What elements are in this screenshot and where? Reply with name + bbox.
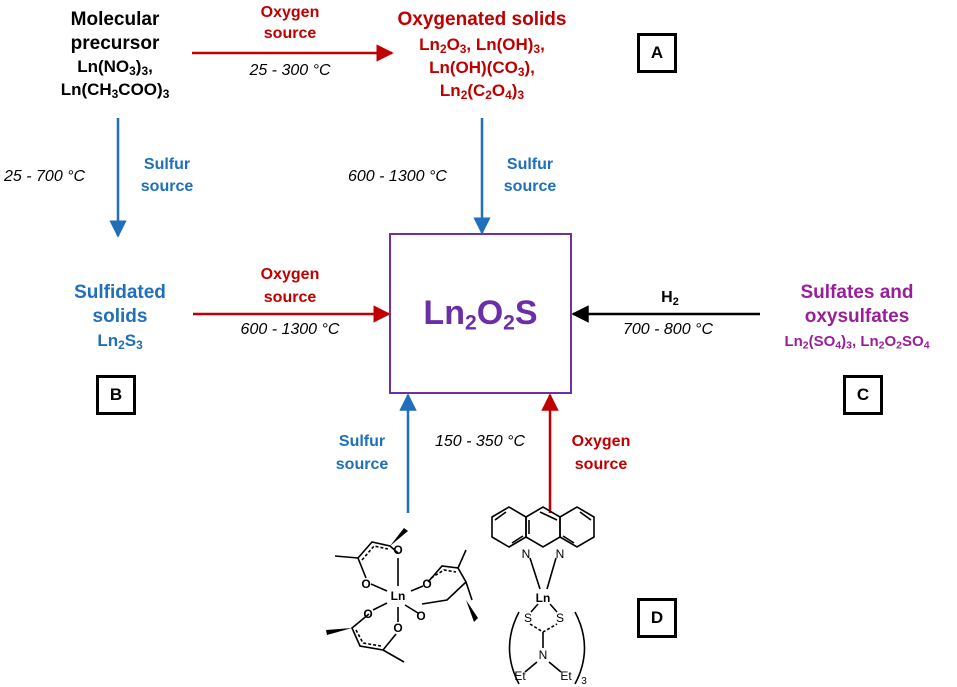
box-label-b: B (96, 375, 136, 415)
box-label-c: C (843, 375, 883, 415)
left-sulfur-label-line2: source (140, 178, 194, 195)
box-label-d: D (637, 598, 677, 638)
bottom-oxygen-label-line1: Oxygen (571, 433, 631, 450)
phen-n-atom: N (522, 547, 531, 561)
acac-o-atom: O (393, 621, 402, 635)
sulfidated-title-line2: solids (92, 306, 148, 327)
phen-ln-atom: Ln (536, 591, 551, 605)
precursor-formula-acetate: Ln(CH3COO)3 (60, 80, 170, 101)
right-sulfur-label-line1: Sulfur (506, 156, 554, 173)
acac-o-atom: O (422, 577, 431, 591)
acac-ln-atom: Ln (391, 589, 406, 603)
acac-o-atom: O (416, 609, 425, 623)
acac-o-atom: O (363, 607, 372, 621)
top-oxygen-temperature: 25 - 300 °C (249, 62, 331, 79)
oxygenated-formula-line1: Ln2O3, Ln(OH)3, (419, 35, 545, 56)
acac-o-atom: O (361, 577, 370, 591)
product-formula: Ln2O2S (423, 294, 538, 335)
phen-complex-atoms: N N Ln S S N Et Et 3 (514, 547, 587, 687)
oxygenated-formula-line3: Ln2(C2O4)3 (439, 81, 525, 102)
precursor-formula-nitrate: Ln(NO3)3, (77, 57, 153, 78)
sulfates-title-line2: oxysulfates (804, 306, 910, 327)
acac-complex-structure (326, 528, 478, 663)
top-oxygen-label-line2: source (263, 25, 317, 42)
right-sulfur-label-line2: source (503, 178, 557, 195)
bottom-sulfur-label-line1: Sulfur (338, 433, 386, 450)
h2-label: H2 (661, 289, 679, 308)
bottom-oxygen-label-line2: source (574, 456, 628, 473)
box-label-a: A (637, 33, 677, 73)
mid-oxygen-label-line2: source (263, 289, 317, 306)
phen-s-atom: S (524, 611, 532, 625)
mid-oxygen-temperature: 600 - 1300 °C (240, 321, 340, 338)
sulfates-formula: Ln2(SO4)3, Ln2O2SO4 (784, 333, 930, 352)
phen-s-atom: S (556, 611, 564, 625)
sulfidated-title-line1: Sulfidated (74, 282, 166, 303)
h2-temperature: 700 - 800 °C (622, 321, 713, 338)
acac-complex-atoms: Ln O O O O O O (361, 543, 431, 635)
right-sulfur-temperature: 600 - 1300 °C (348, 168, 447, 185)
mid-oxygen-label-line1: Oxygen (260, 266, 320, 283)
top-oxygen-label-line1: Oxygen (260, 4, 320, 21)
sulfates-title-line1: Sulfates and (800, 282, 914, 303)
precursor-title-line1: Molecular (70, 9, 160, 30)
left-sulfur-temperature: 25 - 700 °C (4, 168, 86, 185)
phen-et-group: Et (514, 669, 526, 683)
oxygenated-title: Oxygenated solids (397, 9, 567, 30)
phen-n-atom: N (556, 547, 565, 561)
precursor-title-line2: precursor (70, 33, 160, 54)
product-box: Ln2O2S (389, 233, 572, 394)
sulfidated-formula: Ln2S3 (97, 331, 143, 352)
phen-complex-structure (491, 506, 595, 685)
oxygenated-formula-line2: Ln(OH)(CO3), (429, 58, 535, 79)
bottom-sulfur-label-line2: source (335, 456, 389, 473)
acac-o-atom: O (393, 543, 402, 557)
phen-n-atom: N (539, 648, 548, 662)
phen-subscript: 3 (581, 676, 587, 687)
phen-et-group: Et (560, 669, 572, 683)
bottom-temperature: 150 - 350 °C (434, 433, 525, 450)
left-sulfur-label-line1: Sulfur (143, 156, 191, 173)
